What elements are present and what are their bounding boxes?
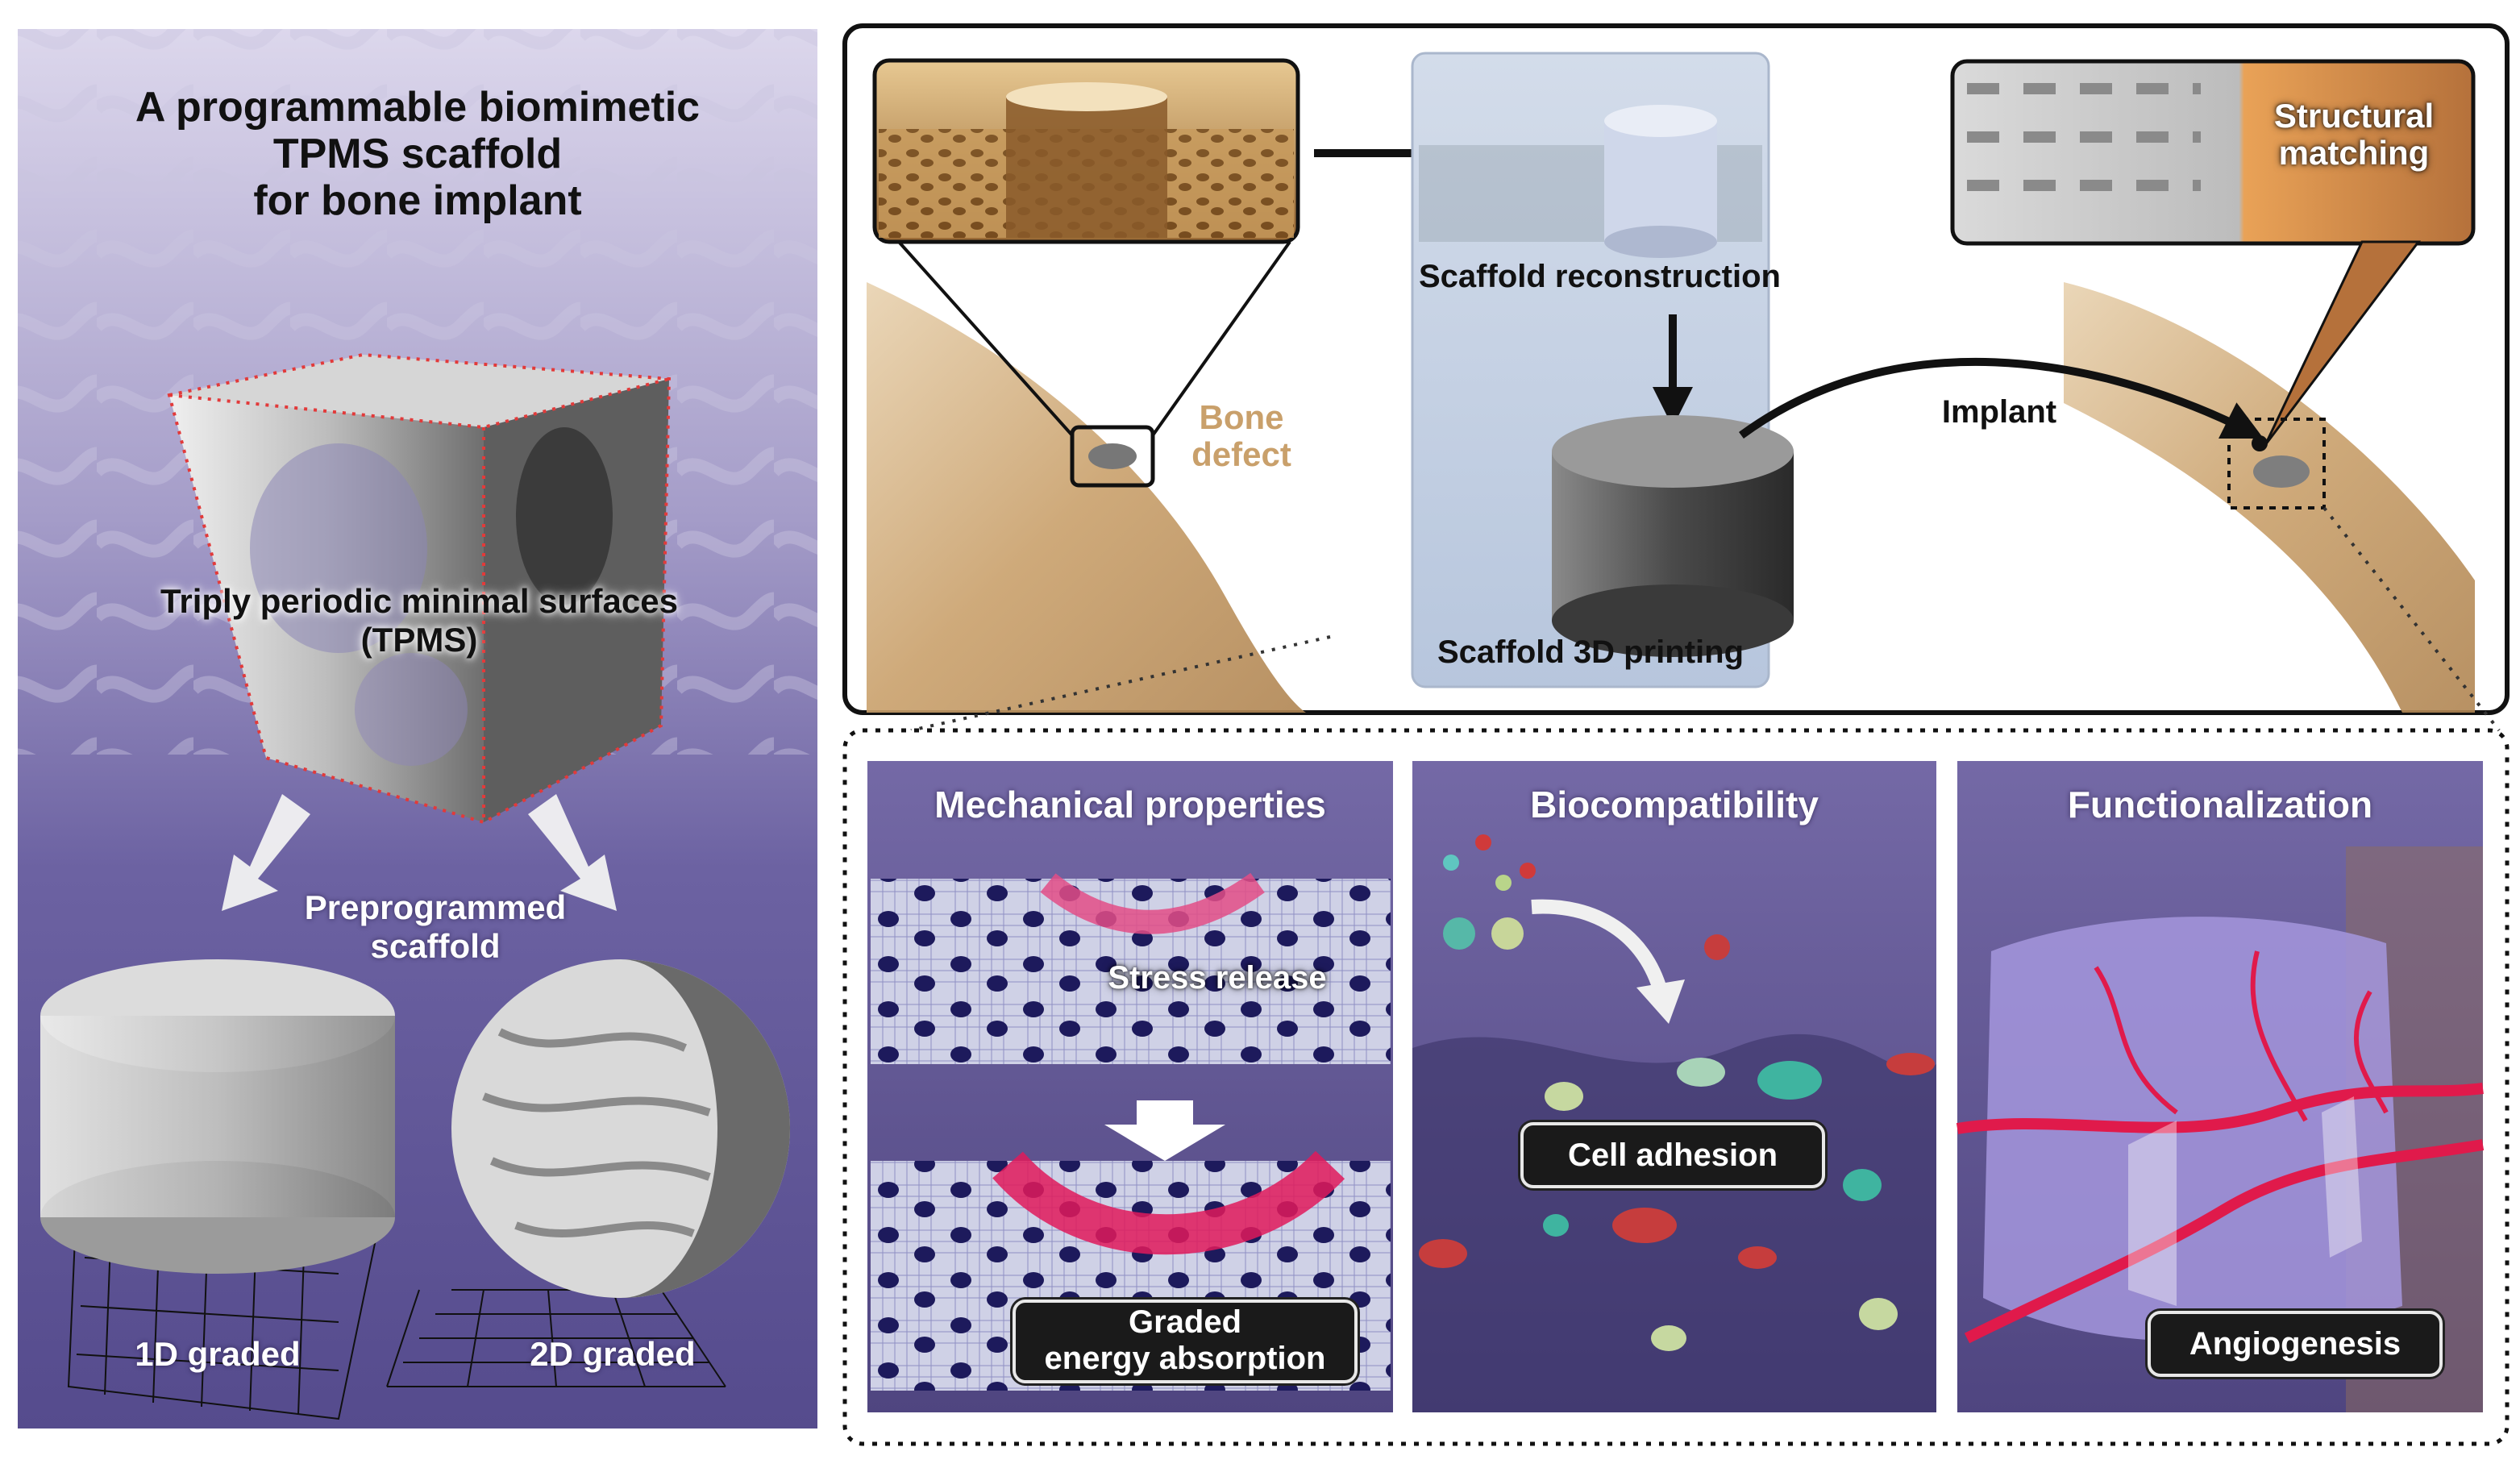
preprogrammed-line2: scaffold xyxy=(370,927,501,965)
bone-left xyxy=(867,282,1306,713)
biocompat-title: Biocompatibility xyxy=(1530,784,1819,825)
graded-1d-label: 1D graded xyxy=(135,1335,301,1373)
arrow-right-white xyxy=(528,794,617,911)
graded-energy-line1: Graded xyxy=(1128,1304,1242,1340)
mechanical-title: Mechanical properties xyxy=(934,784,1326,825)
stress-release-label: Stress release xyxy=(1108,960,1327,996)
angiogenesis-badge: Angiogenesis xyxy=(2148,1311,2443,1377)
left-title-line1: A programmable biomimetic xyxy=(135,84,701,131)
tpms-label-line1: Triply periodic minimal surfaces xyxy=(160,582,678,620)
left-title-line2: TPMS scaffold xyxy=(272,131,563,177)
down-arrow-white xyxy=(1104,1100,1225,1161)
arrow-left-white xyxy=(222,794,310,911)
implant-arrow xyxy=(1739,358,2264,439)
implant-label: Implant xyxy=(1941,394,2057,430)
bone-defect-line1: Bone xyxy=(1199,398,1284,436)
vessel-1 xyxy=(1956,1083,2484,1134)
bone-defect-line2: defect xyxy=(1191,435,1291,473)
scaffold-reconstruction-label: Scaffold reconstruction xyxy=(1419,259,1781,294)
bone-right xyxy=(2064,282,2475,713)
scaffold-2d xyxy=(386,959,790,1387)
left-title-line3: for bone implant xyxy=(253,177,582,224)
tpms-label-line2: (TPMS) xyxy=(360,621,478,659)
structural-matching-line1: Structural xyxy=(2273,97,2435,135)
scaffold-printing-label: Scaffold 3D printing xyxy=(1437,634,1744,670)
graded-2d-label: 2D graded xyxy=(530,1335,696,1373)
implant-site-box xyxy=(2227,418,2326,509)
graded-energy-line2: energy absorption xyxy=(1044,1341,1326,1376)
structural-matching-callout xyxy=(1950,59,2476,246)
structural-matching-line2: matching xyxy=(2278,134,2430,172)
scaffold-1d xyxy=(40,959,395,1420)
preprogrammed-line1: Preprogrammed xyxy=(304,888,567,926)
defect-box xyxy=(1070,425,1155,488)
functional-title: Functionalization xyxy=(2067,784,2373,825)
cell-adhesion-badge: Cell adhesion xyxy=(1520,1122,1825,1188)
vessel-2 xyxy=(1964,1139,2485,1344)
graded-energy-badge: Graded energy absorption xyxy=(1013,1300,1358,1383)
tpms-cube xyxy=(167,352,672,825)
